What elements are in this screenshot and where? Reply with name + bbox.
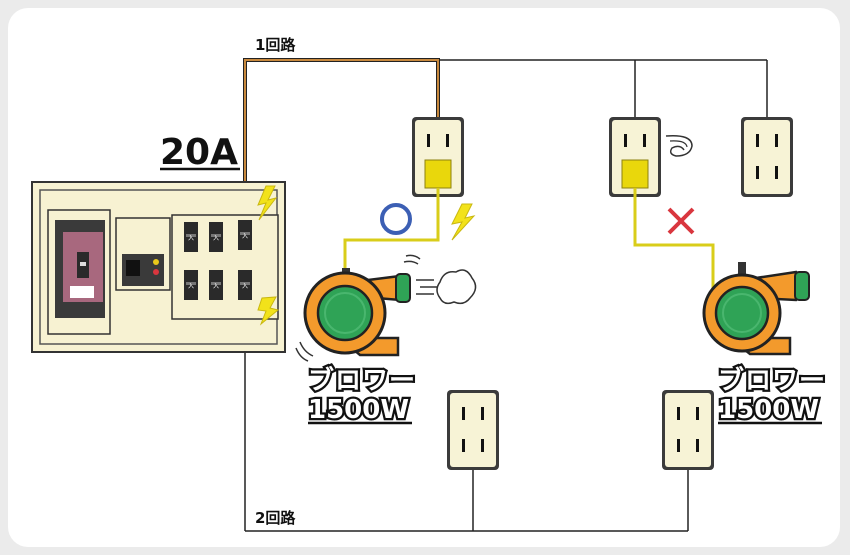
blower-right-wattage: 1500W — [718, 395, 819, 425]
circuit-1-label: 1回路 — [255, 36, 296, 54]
circuit-1-wiring — [243, 58, 768, 218]
circuit-2-label: 2回路 — [255, 509, 296, 527]
breaker-label: 入 — [242, 233, 248, 240]
blower-right-name: ブロワー — [718, 365, 826, 396]
panel-capacity-label: 20A — [160, 132, 238, 173]
ok-circle-icon — [380, 203, 412, 235]
breaker-label: 入 — [188, 283, 194, 290]
leakage-breaker — [115, 217, 171, 291]
outlet-circuit2-a — [447, 390, 499, 470]
breaker-label: 入 — [213, 283, 219, 290]
ng-cross-icon — [667, 207, 695, 235]
breaker-label: 入 — [242, 283, 248, 290]
outlet-circuit2-b — [662, 390, 714, 470]
breaker-label: 入 — [213, 235, 219, 242]
main-breaker — [47, 209, 111, 335]
spark-icon — [257, 185, 278, 221]
distribution-panel: 入 入 入 入 入 入 — [31, 181, 286, 353]
spark-icon — [257, 296, 280, 326]
plug-left — [424, 159, 452, 189]
outlet-circuit1-c — [741, 117, 793, 197]
plug-right — [621, 159, 649, 189]
smoke-spiral-icon — [665, 134, 693, 157]
spark-icon — [451, 203, 476, 241]
breaker-label: 入 — [188, 235, 194, 242]
blower-right — [702, 262, 810, 356]
blower-left — [295, 254, 421, 362]
airflow-cloud-icon — [416, 269, 477, 305]
blower-left-name: ブロワー — [308, 365, 416, 396]
power-cord-left — [343, 188, 440, 268]
power-cord-right — [633, 188, 715, 292]
blower-left-wattage: 1500W — [308, 395, 409, 425]
